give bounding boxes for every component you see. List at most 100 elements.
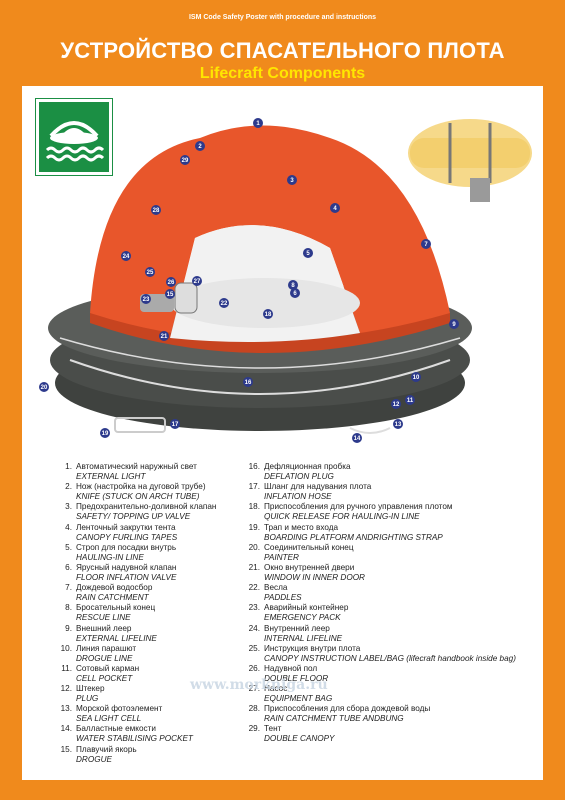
svg-text:28: 28 — [153, 208, 160, 214]
svg-text:13: 13 — [395, 422, 402, 428]
svg-text:17: 17 — [172, 422, 179, 428]
svg-text:21: 21 — [161, 334, 168, 340]
legend-label-en: INTERNAL LIFELINE — [264, 633, 343, 643]
svg-text:11: 11 — [407, 398, 414, 404]
legend-number: 22. — [248, 583, 260, 593]
legend-label-ru: Внешний леер — [76, 623, 132, 633]
legend-label-ru: Инструкция внутри плота — [264, 643, 361, 653]
svg-text:3: 3 — [290, 178, 294, 184]
legend-label-en: CELL POCKET — [76, 673, 133, 683]
legend-number: 19. — [248, 522, 260, 532]
legend-label-ru: Приспособления для сбора дождевой воды — [264, 704, 431, 714]
legend-number: 14. — [60, 724, 72, 734]
legend-number: 29. — [248, 724, 260, 734]
legend-number: 15. — [60, 744, 72, 754]
legend-number: 9. — [65, 623, 72, 633]
legend-label-en: EQUIPMENT BAG — [264, 694, 333, 704]
svg-text:19: 19 — [102, 431, 109, 437]
legend-label-ru: Ярусный надувной клапан — [76, 562, 177, 572]
legend-label-ru: Дефляционная пробка — [264, 462, 351, 471]
legend-label-en: RAIN CATCHMENT — [76, 593, 149, 603]
title-russian: УСТРОЙСТВО СПАСАТЕЛЬНОГО ПЛОТА — [60, 38, 505, 63]
legend-item: 18.Приспособления для ручного управления… — [246, 502, 546, 522]
callout-markers: 1 2 3 4 5 6 7 8 9 10 11 12 13 14 15 16 1… — [39, 118, 459, 443]
legend-label-en: WINDOW IN INNER DOOR — [264, 572, 365, 582]
legend-label-en: CANOPY FURLING TAPES — [76, 532, 178, 542]
legend-label-ru: Предохранительно-доливной клапан — [76, 502, 217, 512]
liferaft-sign-icon — [35, 98, 113, 176]
legend-number: 11. — [61, 663, 72, 673]
legend-label-en: FLOOR INFLATION VALVE — [76, 572, 177, 582]
legend-number: 25. — [248, 643, 260, 653]
legend-number: 28. — [248, 704, 260, 714]
legend-number: 17. — [248, 482, 260, 492]
legend-number: 8. — [65, 603, 72, 613]
watermark: www.morkniga.ru — [190, 677, 328, 693]
svg-text:9: 9 — [452, 322, 456, 328]
legend-number: 3. — [65, 502, 72, 512]
legend-label-ru: Строп для посадки внутрь — [76, 542, 177, 552]
svg-text:4: 4 — [333, 206, 337, 212]
svg-text:20: 20 — [41, 385, 48, 391]
legend-label-en: RAIN CATCHMENT TUBE ANDBUNG — [264, 714, 404, 724]
legend-label-en: EMERGENCY PACK — [264, 613, 341, 623]
legend-label-ru: Нож (настройка на дуговой трубе) — [76, 482, 206, 492]
svg-text:12: 12 — [393, 402, 400, 408]
legend-label-ru: Автоматический наружный свет — [76, 462, 197, 471]
legend-label-ru: Морской фотоэлемент — [76, 704, 163, 714]
svg-text:7: 7 — [424, 242, 428, 248]
legend-label-en: HAULING-IN LINE — [76, 552, 144, 562]
legend-label-en: DROGUE — [76, 754, 112, 764]
legend-number: 16. — [248, 462, 260, 471]
legend-label-en: BOARDING PLATFORM ANDRIGHTING STRAP — [264, 532, 443, 542]
legend-item: 28. Приспособления для сбора дождевой вод… — [246, 704, 546, 724]
legend-number: 24. — [248, 623, 260, 633]
legend-label-ru: Балластные емкости — [76, 724, 156, 734]
legend-number: 20. — [248, 542, 260, 552]
svg-text:6: 6 — [293, 291, 297, 297]
legend-number: 10. — [60, 643, 72, 653]
legend-label-en: EXTERNAL LIFELINE — [76, 633, 157, 643]
legend-label-ru: Трап и место входа — [264, 522, 339, 532]
legend-number: 18. — [248, 502, 260, 512]
legend-number: 7. — [65, 583, 72, 593]
legend-label-ru: Сотовый карман — [76, 663, 140, 673]
svg-text:8: 8 — [291, 283, 295, 289]
svg-text:29: 29 — [182, 158, 189, 164]
legend-label-ru: Надувной пол — [264, 663, 318, 673]
legend-label-en: SEA LIGHT CELL — [76, 714, 142, 724]
svg-text:10: 10 — [413, 375, 420, 381]
svg-text:18: 18 — [265, 312, 272, 318]
svg-text:16: 16 — [245, 380, 252, 386]
legend-number: 27. — [248, 684, 260, 694]
legend-label-en: DOUBLE CANOPY — [264, 734, 335, 744]
svg-text:26: 26 — [168, 280, 175, 286]
svg-text:24: 24 — [123, 254, 130, 260]
svg-text:15: 15 — [167, 292, 174, 298]
legend-label-ru: Внутренний леер — [264, 623, 330, 633]
legend-label-ru: Окно внутренней двери — [264, 562, 355, 572]
svg-text:23: 23 — [143, 297, 150, 303]
legend-label-ru: Дождевой водосбор — [76, 583, 153, 593]
legend-label-ru: Соединительный конец — [264, 542, 354, 552]
legend-label-ru: Бросательный конец — [76, 603, 156, 613]
legend-label-en: DEFLATION PLUG — [264, 472, 334, 481]
legend-label-ru: Аварийный контейнер — [264, 603, 349, 613]
